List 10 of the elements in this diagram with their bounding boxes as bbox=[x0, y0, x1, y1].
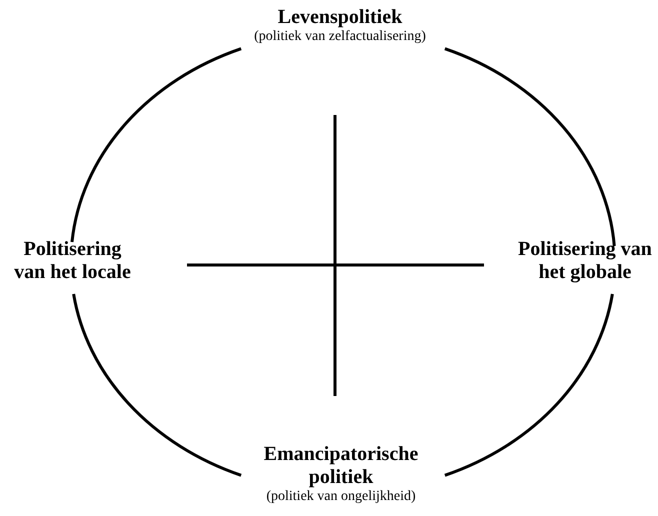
arc-connector bbox=[72, 294, 242, 477]
arc-connector bbox=[70, 47, 242, 242]
subtitle-text: (politiek van ongelijkheid) bbox=[265, 489, 417, 505]
subtitle-text: (politiek van zelfactualisering) bbox=[253, 29, 427, 45]
arc-connector bbox=[444, 294, 614, 477]
heading-text: Levenspolitiek bbox=[276, 6, 404, 29]
arc-connector bbox=[444, 47, 616, 246]
heading-text: Politisering van het locale bbox=[13, 238, 132, 284]
heading-text: Emancipatorische politiek bbox=[262, 443, 420, 489]
heading-text: Politisering van het globale bbox=[517, 238, 653, 284]
